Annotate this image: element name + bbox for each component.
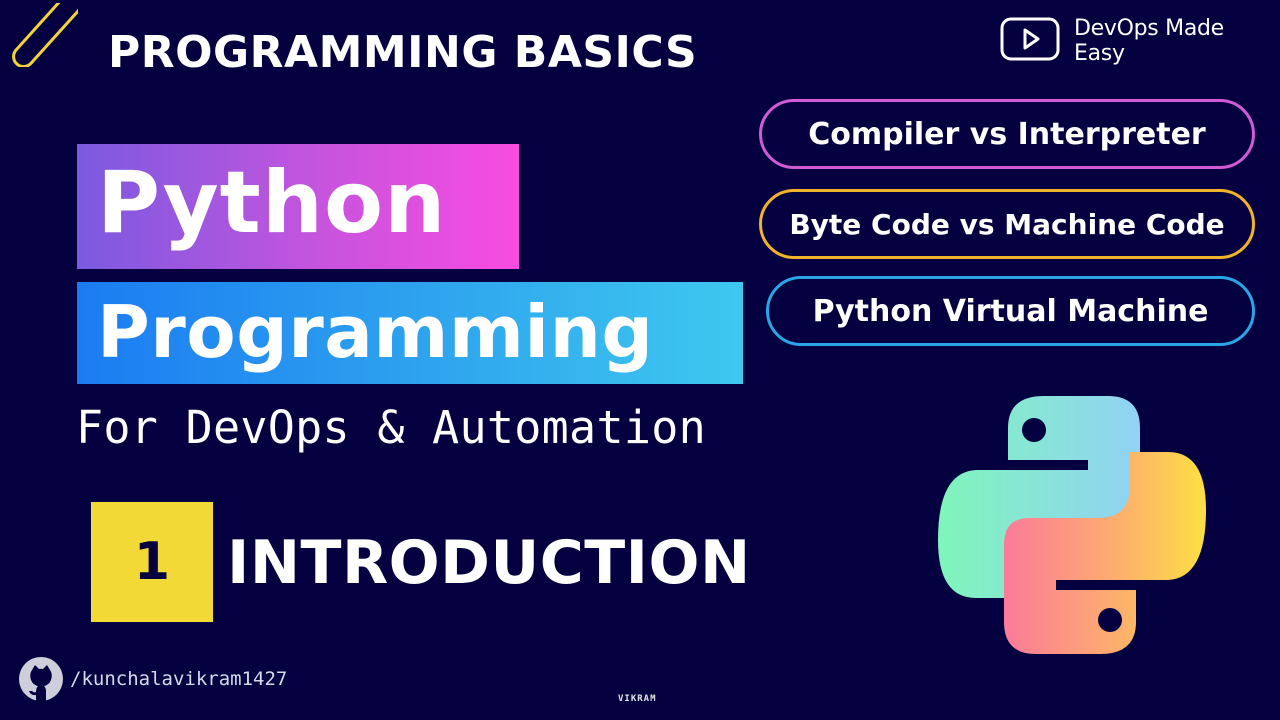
paperclip-icon	[8, 0, 82, 69]
github-icon[interactable]	[18, 656, 64, 702]
topic-label: Compiler vs Interpreter	[808, 116, 1206, 152]
series-title: PROGRAMMING BASICS	[108, 27, 698, 78]
topic-pill-bytecode: Byte Code vs Machine Code	[759, 189, 1255, 259]
github-handle[interactable]: /kunchalavikram1427	[70, 668, 288, 690]
episode-title: INTRODUCTION	[227, 528, 751, 598]
episode-number: 1	[133, 532, 171, 592]
subtitle: For DevOps & Automation	[76, 401, 707, 454]
topic-pill-compiler: Compiler vs Interpreter	[759, 99, 1255, 169]
python-title: Python	[97, 153, 447, 253]
play-button-icon	[1000, 17, 1060, 65]
watermark: VIKRAM	[618, 694, 657, 704]
programming-title-box: Programming	[77, 282, 743, 384]
topic-pill-pvm: Python Virtual Machine	[766, 276, 1255, 346]
topic-label: Byte Code vs Machine Code	[789, 207, 1225, 241]
topic-label: Python Virtual Machine	[812, 293, 1209, 329]
python-logo-icon	[936, 392, 1208, 658]
channel-name: DevOps Made Easy	[1074, 16, 1224, 66]
programming-title: Programming	[97, 290, 654, 374]
python-title-box: Python	[77, 144, 519, 269]
channel-brand[interactable]: DevOps Made Easy	[1000, 16, 1280, 66]
episode-number-box: 1	[91, 502, 213, 622]
